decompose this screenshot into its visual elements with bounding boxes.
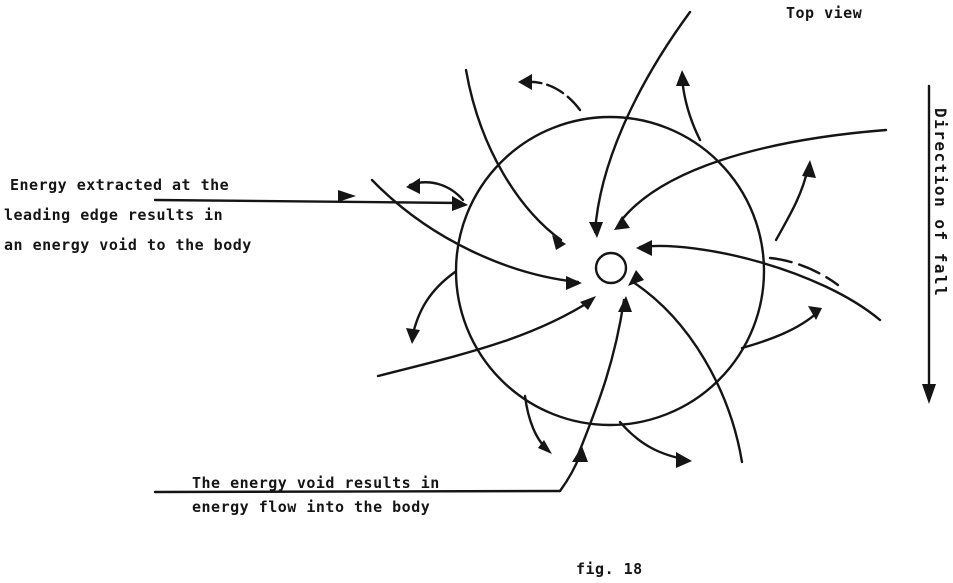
flow-line-left <box>376 298 594 378</box>
flow-line-bottom <box>576 298 626 457</box>
flow-line-upper-right <box>618 128 888 224</box>
arrowhead-left <box>580 296 596 310</box>
flow-line-top <box>593 10 692 234</box>
arrowhead-outflow-lower-right <box>808 306 822 320</box>
outflow-lower-left <box>410 270 457 340</box>
arrowhead-upper-right <box>614 216 630 230</box>
arrowhead-upper-left-a <box>552 235 566 250</box>
outflow-right-upper <box>774 166 810 242</box>
top-view-label: Top view <box>786 4 863 22</box>
arrowhead-outflow-lower-left <box>406 328 420 344</box>
void-label-line1: The energy void results in <box>192 474 440 492</box>
energy-label-line1: Energy extracted at the <box>10 176 230 194</box>
outflow-top-left <box>522 80 582 112</box>
arrowhead-outflow-bottom-left <box>538 440 552 454</box>
arrowhead-outflow-bottom-right <box>676 452 692 468</box>
outflow-top-right <box>680 76 702 142</box>
arrowhead-lower-right <box>628 270 644 286</box>
figure-caption: fig. 18 <box>576 560 643 578</box>
flow-line-lower-right <box>631 280 744 464</box>
flow-line-upper-left-a <box>464 68 563 242</box>
outflow-right-lower <box>768 256 840 287</box>
energy-label-line3: an energy void to the body <box>4 236 252 254</box>
arrowhead-bottom <box>618 296 632 312</box>
central-void-circle <box>594 251 628 285</box>
arrowhead-lead-end <box>452 196 468 211</box>
void-label-connector <box>558 453 582 493</box>
void-label-leader <box>153 489 562 494</box>
arrowhead-outflow-upper-left <box>406 178 420 194</box>
flow-line-right <box>638 244 882 322</box>
arrowhead-lead-in <box>338 190 356 202</box>
outflow-lower-right <box>740 310 820 350</box>
arrowhead-top <box>589 222 603 238</box>
direction-arrowhead <box>922 384 936 404</box>
arrowhead-outflow-top-right <box>676 70 690 86</box>
arrowhead-outflow-top-left <box>518 74 532 90</box>
void-label-line2: energy flow into the body <box>192 498 431 516</box>
flow-line-lead-in <box>153 198 462 205</box>
arrowhead-upper-left-b <box>566 276 582 290</box>
arrowhead-outflow-right-upper <box>802 160 816 178</box>
direction-of-fall-label: Direction of fall <box>931 108 950 298</box>
energy-label-line2: leading edge results in <box>4 206 224 224</box>
arrowhead-right <box>636 240 652 256</box>
outer-boundary-circle <box>454 115 766 427</box>
